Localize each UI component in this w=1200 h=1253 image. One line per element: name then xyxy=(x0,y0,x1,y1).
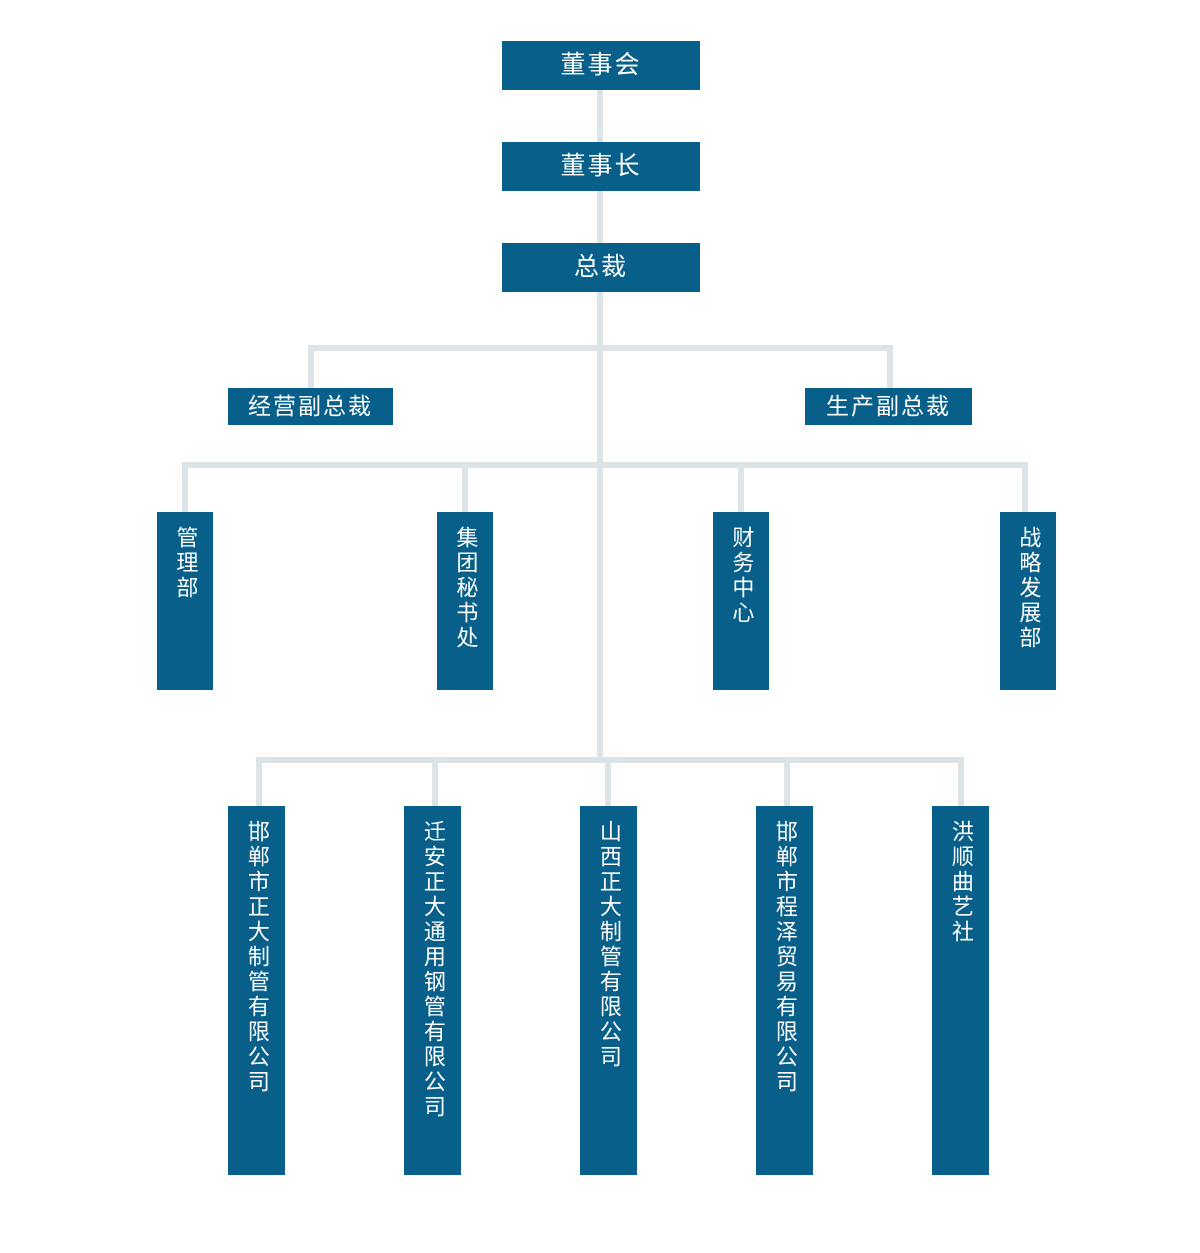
org-node-label-dept-strategy: 战略发展部 xyxy=(1016,526,1042,651)
org-node-label-sub-handan-zhengda: 邯郸市正大制管有限公司 xyxy=(244,820,270,1095)
org-node-label-president: 总裁 xyxy=(573,253,628,281)
connector-drop-sub-1 xyxy=(256,757,262,806)
org-node-label-sub-shanxi-zhengda: 山西正大制管有限公司 xyxy=(596,820,622,1070)
org-node-board[interactable]: 董事会 xyxy=(502,41,700,90)
connector-drop-vp-production xyxy=(887,345,893,388)
connector-bus-departments xyxy=(182,462,1028,468)
org-node-sub-handan-chengze[interactable]: 邯郸市程泽贸易有限公司 xyxy=(756,806,813,1175)
connector-drop-dept-strategy xyxy=(1022,462,1028,512)
connector-drop-vp-operations xyxy=(308,345,314,388)
connector-drop-dept-management xyxy=(182,462,188,512)
connector-spine-main xyxy=(597,292,603,763)
org-node-label-sub-handan-chengze: 邯郸市程泽贸易有限公司 xyxy=(772,820,798,1095)
org-node-sub-shanxi-zhengda[interactable]: 山西正大制管有限公司 xyxy=(580,806,637,1175)
connector-drop-sub-2 xyxy=(432,757,438,806)
org-node-label-chairman: 董事长 xyxy=(560,152,642,180)
org-node-vp-operations[interactable]: 经营副总裁 xyxy=(228,388,393,425)
org-node-label-vp-production: 生产副总裁 xyxy=(826,393,951,419)
org-node-dept-finance[interactable]: 财务中心 xyxy=(713,512,769,690)
connector-drop-sub-3 xyxy=(605,757,611,806)
connector-spine-chairman-president xyxy=(597,191,603,243)
connector-drop-dept-finance xyxy=(738,462,744,512)
org-node-dept-management[interactable]: 管理部 xyxy=(157,512,213,690)
org-node-label-sub-hongshun-quyishe: 洪顺曲艺社 xyxy=(948,820,974,945)
org-node-dept-strategy[interactable]: 战略发展部 xyxy=(1000,512,1056,690)
org-node-label-board: 董事会 xyxy=(560,51,642,79)
org-node-sub-qianan-zhengda[interactable]: 迁安正大通用钢管有限公司 xyxy=(404,806,461,1175)
org-node-label-vp-operations: 经营副总裁 xyxy=(248,393,373,419)
org-node-sub-hongshun-quyishe[interactable]: 洪顺曲艺社 xyxy=(932,806,989,1175)
org-node-chairman[interactable]: 董事长 xyxy=(502,142,700,191)
org-node-vp-production[interactable]: 生产副总裁 xyxy=(805,388,972,425)
org-node-president[interactable]: 总裁 xyxy=(502,243,700,292)
connector-drop-sub-5 xyxy=(958,757,964,806)
connector-drop-sub-4 xyxy=(784,757,790,806)
connector-spine-board-chairman xyxy=(597,90,603,142)
org-node-label-dept-secretariat: 集团秘书处 xyxy=(453,526,479,651)
org-node-dept-secretariat[interactable]: 集团秘书处 xyxy=(437,512,493,690)
connector-drop-dept-secretariat xyxy=(462,462,468,512)
org-node-label-sub-qianan-zhengda: 迁安正大通用钢管有限公司 xyxy=(420,820,446,1120)
connector-bus-vp xyxy=(308,345,893,351)
org-node-sub-handan-zhengda[interactable]: 邯郸市正大制管有限公司 xyxy=(228,806,285,1175)
org-node-label-dept-finance: 财务中心 xyxy=(729,526,755,626)
org-node-label-dept-management: 管理部 xyxy=(173,526,199,601)
